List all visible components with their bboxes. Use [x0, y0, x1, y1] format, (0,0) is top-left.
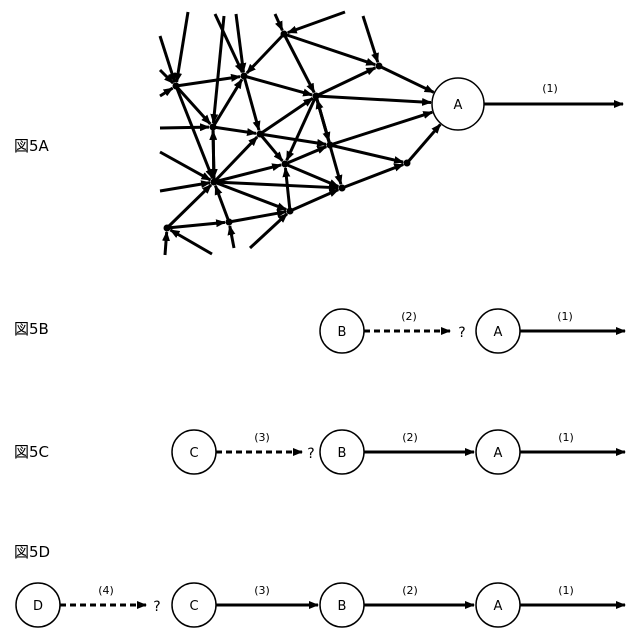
node-A-5B: A [476, 309, 520, 353]
unknown-marker-5D: ? [153, 599, 160, 615]
edge-label-2-5C: (2) [402, 431, 418, 444]
network-edge-22 [247, 34, 284, 73]
network-edge-13 [170, 230, 212, 254]
network-edge-7 [288, 12, 345, 33]
network-node-6 [327, 142, 334, 149]
network-node-8 [211, 179, 218, 186]
figure-label-5C: 図5C [14, 441, 49, 462]
network-node-13 [287, 208, 294, 215]
network-node-14 [164, 225, 171, 232]
network-edge-11 [160, 183, 210, 191]
edge-label-1-5D: (1) [558, 584, 574, 597]
network-node-5 [257, 131, 264, 138]
network-edge-24 [213, 127, 256, 133]
network-edge-14 [230, 226, 234, 248]
network-node-0 [173, 83, 180, 90]
edge-label-1-5C: (1) [558, 431, 574, 444]
node-A-5A: A [432, 78, 484, 130]
edge-label-1-5B: (1) [557, 310, 573, 323]
figure-5C-chain: C (3) ? B (2) A (1) [172, 430, 625, 474]
figure-label-5B: 図5B [14, 318, 49, 339]
node-C-5D: C [172, 583, 216, 627]
network-node-2 [241, 73, 248, 80]
figure-5A-network: A (1) [160, 12, 623, 255]
network-edge-to-A-53 [407, 124, 440, 163]
network-edge-46 [285, 168, 290, 211]
figure-5B-chain: B (2) ? A (1) [320, 309, 625, 353]
network-edge-43 [316, 68, 375, 96]
network-node-7 [376, 63, 383, 70]
network-node-10 [339, 185, 346, 192]
network-edge-35 [330, 145, 403, 162]
node-B-5D-label: B [338, 599, 347, 614]
network-edge-18 [176, 86, 210, 124]
network-edge-21 [244, 76, 259, 130]
network-edge-36 [342, 164, 403, 188]
network-edge-16 [213, 16, 224, 123]
network-edge-0 [160, 36, 175, 82]
network-edge-2 [160, 88, 173, 96]
network-edge-20 [244, 76, 312, 95]
figure-5D-chain: D (4) ? C (3) B (2) A (1) [16, 583, 625, 627]
network-edge-to-A-52 [379, 66, 434, 92]
unknown-marker-5B: ? [458, 325, 465, 341]
edge-label-1-5A: (1) [542, 82, 558, 95]
network-edge-49 [213, 131, 214, 182]
node-A-5B-label: A [494, 325, 503, 340]
network-edge-17 [176, 77, 240, 86]
node-D-5D: D [16, 583, 60, 627]
network-node-4 [313, 93, 320, 100]
network-edge-33 [214, 182, 338, 188]
network-edge-45 [215, 186, 229, 222]
node-B-5D: B [320, 583, 364, 627]
network-edge-12 [165, 232, 167, 255]
node-A-5C-label: A [494, 446, 503, 461]
node-C-5C: C [172, 430, 216, 474]
node-A-5A-label: A [454, 98, 463, 113]
network-edge-48 [316, 96, 341, 184]
network-edge-25 [260, 98, 313, 134]
network-edge-38 [229, 212, 286, 222]
node-B-5B-label: B [338, 325, 347, 340]
network-edge-15 [250, 214, 287, 248]
network-edge-39 [290, 190, 338, 211]
node-A-5C: A [476, 430, 520, 474]
edge-label-4-5D: (4) [98, 584, 114, 597]
unknown-marker-5C: ? [307, 446, 314, 462]
network-node-11 [404, 160, 411, 167]
network-edge-to-A-54 [330, 112, 432, 145]
network-edge-6 [275, 14, 282, 30]
network-edge-9 [160, 127, 209, 128]
network-edge-to-A-51 [316, 96, 431, 102]
node-D-5D-label: D [33, 599, 43, 614]
network-edge-41 [167, 222, 225, 228]
node-A-5D-label: A [494, 599, 503, 614]
edge-label-2-5D: (2) [402, 584, 418, 597]
network-node-1 [210, 124, 217, 131]
figure-label-5D: 図5D [14, 541, 50, 562]
node-B-5C-label: B [338, 446, 347, 461]
edge-label-3-5C: (3) [254, 431, 270, 444]
network-edge-40 [167, 185, 211, 228]
node-C-5D-label: C [189, 599, 198, 614]
edge-label-3-5D: (3) [254, 584, 270, 597]
network-node-12 [226, 219, 233, 226]
network-edges [160, 12, 440, 255]
node-B-5C: B [320, 430, 364, 474]
node-C-5C-label: C [189, 446, 198, 461]
edge-label-2-5B: (2) [401, 310, 417, 323]
network-node-9 [282, 161, 289, 168]
node-A-5D: A [476, 583, 520, 627]
figure-label-5A: 図5A [14, 135, 49, 156]
network-edge-3 [177, 12, 188, 82]
network-edge-8 [363, 16, 378, 62]
network-edge-34 [285, 164, 338, 186]
node-B-5B: B [320, 309, 364, 353]
network-node-3 [281, 31, 288, 38]
